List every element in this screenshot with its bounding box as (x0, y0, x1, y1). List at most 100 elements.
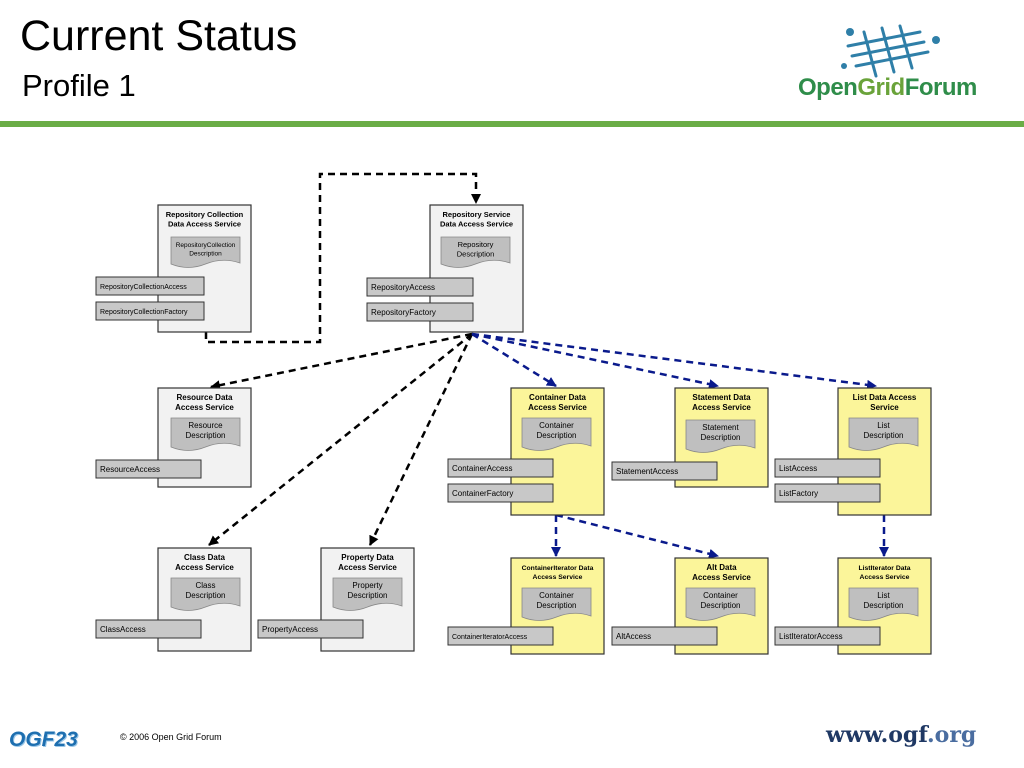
description-document-icon (332, 577, 403, 611)
connector-repo_service-to-container (471, 332, 557, 388)
port-box (774, 626, 881, 646)
description-label: Resource (188, 421, 223, 430)
ogf23-logo: OGF23 (9, 728, 78, 751)
port-repositorycollectionfactory[interactable]: RepositoryCollectionFactory (95, 301, 205, 321)
description-document-icon (685, 587, 756, 621)
port-box (366, 302, 474, 322)
logo-word-grid: Grid (857, 74, 905, 101)
description-label: Repository (458, 240, 494, 249)
port-label: RepositoryCollectionFactory (100, 309, 188, 316)
description-label: Description (863, 601, 903, 610)
port-listfactory[interactable]: ListFactory (774, 483, 881, 503)
port-listaccess[interactable]: ListAccess (774, 458, 881, 478)
service-title: Data Access Service (168, 220, 241, 229)
service-title: Data Access Service (440, 220, 513, 229)
service-title: Property Data (341, 553, 394, 562)
description-label: Class (195, 581, 215, 590)
port-label: ListAccess (779, 464, 817, 473)
description-label: Description (700, 433, 740, 442)
service-title: List Data Access (853, 393, 917, 402)
service-title: Access Service (692, 403, 751, 412)
port-listiteratoraccess[interactable]: ListIteratorAccess (774, 626, 881, 646)
service-title: ContainerIterator Data (522, 565, 594, 572)
connector-repo_service-to-statement (471, 332, 719, 390)
service-title: Service (870, 403, 899, 412)
port-box (447, 458, 554, 478)
description-document-icon (170, 417, 241, 451)
service-title: Access Service (175, 403, 234, 412)
port-label: ClassAccess (100, 625, 146, 634)
port-repositoryfactory[interactable]: RepositoryFactory (366, 302, 474, 322)
description-document-icon (848, 417, 919, 451)
description-label: RepositoryCollection (176, 242, 236, 249)
port-label: ContainerIteratorAccess (452, 634, 528, 641)
port-label: RepositoryCollectionAccess (100, 284, 187, 291)
port-box (447, 483, 554, 503)
description-document-icon (685, 419, 756, 453)
ogf-url: www.ogf.org (826, 722, 976, 748)
port-propertyaccess[interactable]: PropertyAccess (257, 619, 364, 639)
port-label: ListIteratorAccess (779, 632, 843, 641)
port-box (611, 461, 718, 481)
service-title: Access Service (338, 563, 397, 572)
port-label: AltAccess (616, 632, 651, 641)
description-label: Description (347, 591, 387, 600)
description-label: Container (703, 591, 738, 600)
description-label: Description (185, 431, 225, 440)
slide-title: Current Status (20, 12, 298, 60)
description-label: Description (189, 251, 222, 258)
port-box (95, 276, 205, 296)
connector-container-to-alt (555, 513, 719, 559)
port-containeriteratoraccess[interactable]: ContainerIteratorAccess (447, 626, 554, 646)
port-classaccess[interactable]: ClassAccess (95, 619, 202, 639)
service-title: Class Data (184, 553, 225, 562)
service-list[interactable]: List Data AccessServiceListDescriptionLi… (774, 387, 932, 516)
connector-repo_service-to-property (368, 333, 474, 546)
description-label: Container (539, 591, 574, 600)
port-box (774, 483, 881, 503)
port-box (95, 301, 205, 321)
description-document-icon (521, 417, 592, 451)
description-label: Statement (702, 423, 739, 432)
service-title: Access Service (533, 574, 583, 581)
logo-word-open: Open (798, 74, 858, 101)
port-repositoryaccess[interactable]: RepositoryAccess (366, 277, 474, 297)
connector-repo_service-to-list (471, 332, 877, 390)
port-altaccess[interactable]: AltAccess (611, 626, 718, 646)
service-title: Resource Data (176, 393, 233, 402)
description-label: Description (536, 601, 576, 610)
ogf-logo-grid-icon (841, 24, 940, 78)
port-label: ResourceAccess (100, 465, 160, 474)
connector-repo_collection-to-repo_service (204, 172, 481, 344)
service-title: Container Data (529, 393, 586, 402)
description-label: Description (536, 431, 576, 440)
description-label: Property (352, 581, 382, 590)
port-box (774, 458, 881, 478)
port-label: ContainerAccess (452, 464, 512, 473)
port-label: RepositoryFactory (371, 308, 436, 317)
port-statementaccess[interactable]: StatementAccess (611, 461, 718, 481)
description-label: Description (457, 250, 495, 259)
port-containeraccess[interactable]: ContainerAccess (447, 458, 554, 478)
port-resourceaccess[interactable]: ResourceAccess (95, 459, 202, 479)
port-label: ListFactory (779, 489, 818, 498)
service-title: Access Service (175, 563, 234, 572)
copyright-notice: © 2006 Open Grid Forum (120, 732, 222, 742)
connector-layer (204, 172, 889, 559)
port-containerfactory[interactable]: ContainerFactory (447, 483, 554, 503)
service-title: Access Service (860, 574, 910, 581)
port-repositorycollectionaccess[interactable]: RepositoryCollectionAccess (95, 276, 205, 296)
port-label: PropertyAccess (262, 625, 318, 634)
port-label: RepositoryAccess (371, 283, 435, 292)
port-box (257, 619, 364, 639)
